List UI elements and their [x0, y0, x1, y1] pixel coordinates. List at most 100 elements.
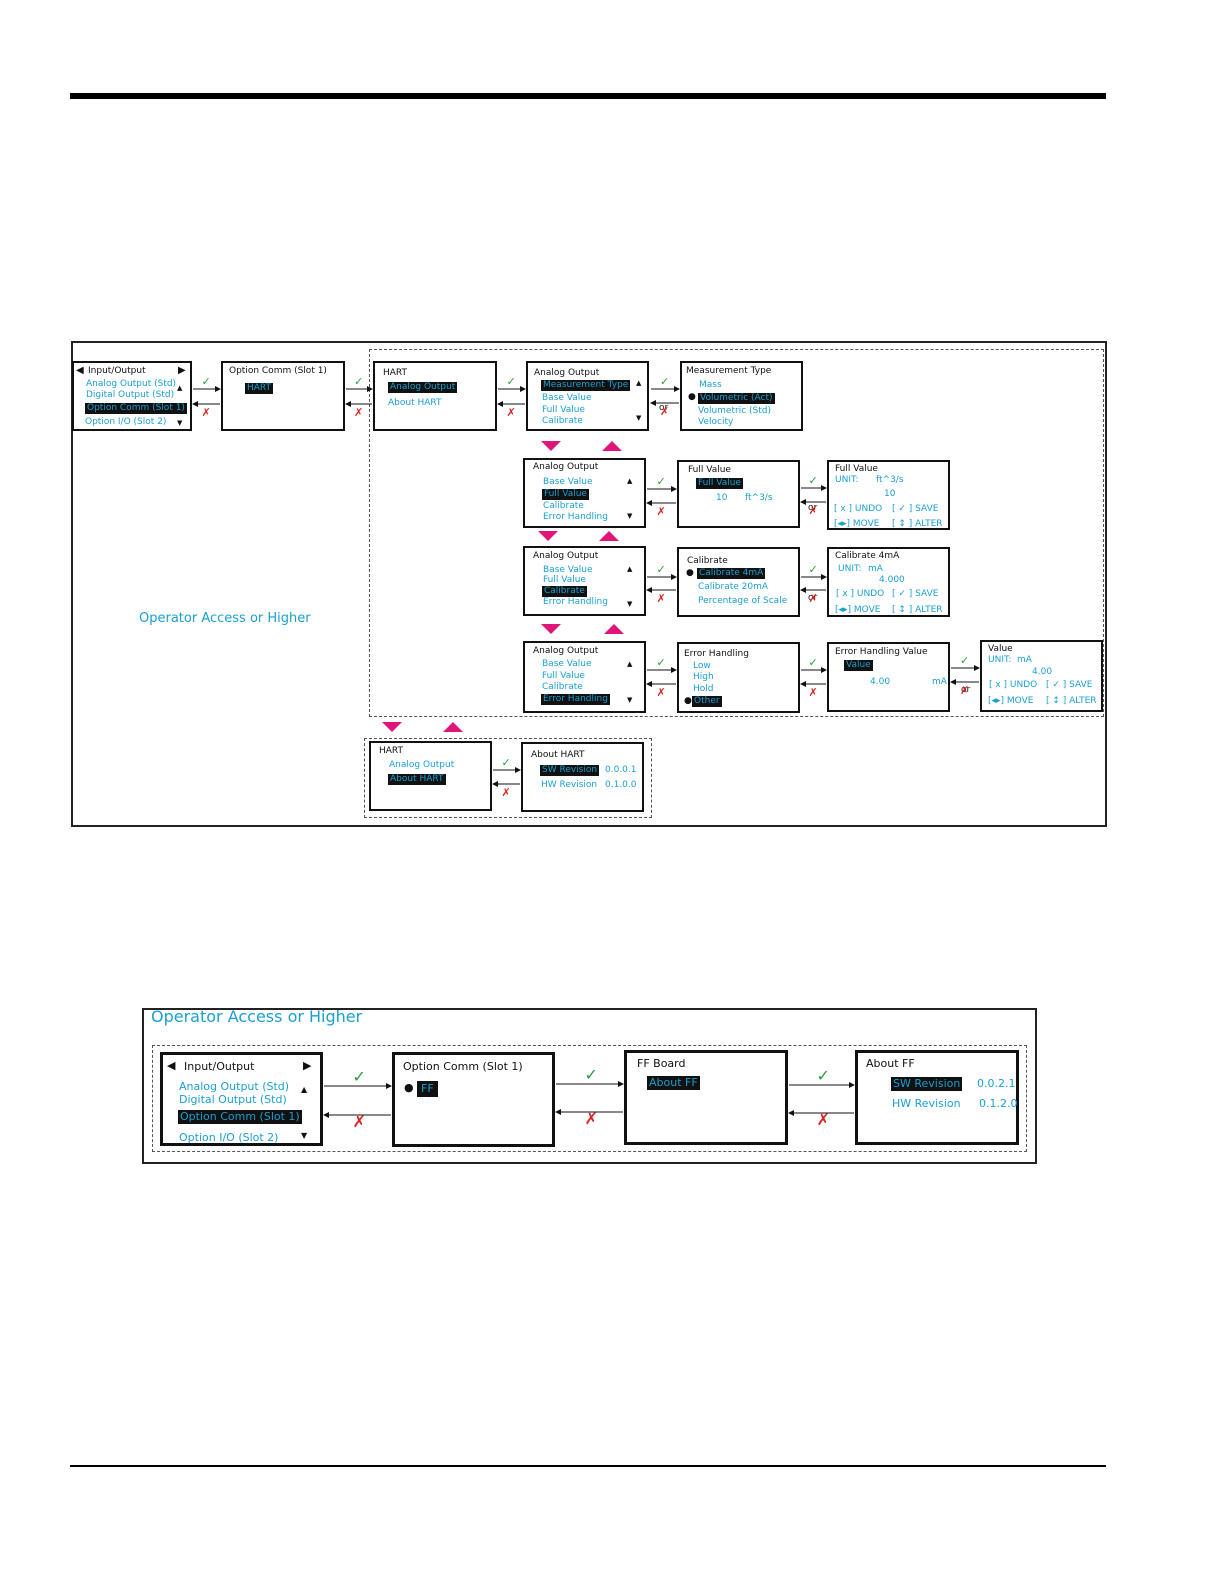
ao3-item-eh[interactable]: Error Handling	[543, 597, 608, 607]
move-key: [◂▸] MOVE	[988, 696, 1034, 706]
or-label: or	[808, 503, 818, 513]
left-arrow-icon[interactable]: ◀	[167, 1059, 176, 1072]
mt-item-mass[interactable]: Mass	[699, 380, 722, 390]
eh-title: Error Handling	[684, 649, 749, 659]
ao4-item-eh[interactable]: Error Handling	[541, 694, 610, 705]
eh-item-hold[interactable]: Hold	[693, 684, 714, 694]
mt-item-volact[interactable]: Volumetric (Act)	[698, 393, 775, 404]
left-arrow-icon[interactable]: ◀	[76, 365, 84, 376]
ao3-item-cal[interactable]: Calibrate	[542, 586, 587, 597]
io2-item-optio[interactable]: Option I/O (Slot 2)	[179, 1131, 279, 1144]
ao4-item-cal[interactable]: Calibrate	[542, 682, 583, 692]
hart-box-2: HART Analog Output About HART	[369, 741, 492, 811]
scroll-down-icon: ▼	[627, 696, 633, 704]
hart2-item-about[interactable]: About HART	[388, 774, 446, 785]
ffboard-sel[interactable]: About FF	[647, 1076, 700, 1090]
ao2-item-full[interactable]: Full Value	[542, 489, 589, 500]
abouthart-sw-label[interactable]: SW Revision	[540, 765, 600, 776]
cross-icon: ✗	[809, 592, 818, 605]
hart-item-about[interactable]: About HART	[388, 398, 442, 408]
fv2-value[interactable]: 10	[884, 489, 896, 499]
ao1-item-cal[interactable]: Calibrate	[542, 416, 583, 426]
mt-item-vel[interactable]: Velocity	[698, 417, 734, 427]
optcomm-title: Option Comm (Slot 1)	[229, 366, 327, 376]
io2-item-digital[interactable]: Digital Output (Std)	[179, 1093, 287, 1106]
fv2-title: Full Value	[835, 464, 878, 474]
cross-icon: ✗	[202, 406, 211, 419]
hart-title: HART	[383, 368, 408, 378]
bullet-icon: ●	[688, 392, 696, 402]
ao1-title: Analog Output	[534, 368, 600, 378]
ao1-item-full[interactable]: Full Value	[542, 405, 585, 415]
hart2-item-analog[interactable]: Analog Output	[389, 760, 455, 770]
scroll-up-icon: ▲	[627, 477, 633, 485]
scroll-down-icon: ▼	[627, 600, 633, 608]
val-value[interactable]: 4.00	[1032, 667, 1053, 677]
optcomm-sel-hart[interactable]: HART	[245, 383, 274, 394]
fv-box: Full Value Full Value 10 ft^3/s	[677, 460, 800, 528]
ao2-item-base[interactable]: Base Value	[543, 477, 593, 487]
optcomm2-title: Option Comm (Slot 1)	[403, 1060, 523, 1073]
eh-item-other[interactable]: Other	[692, 696, 722, 707]
scroll-down-icon: ▼	[301, 1131, 308, 1140]
up-triangle-icon	[599, 531, 619, 541]
right-arrow-icon[interactable]: ▶	[303, 1059, 312, 1072]
fv2-unit: ft^3/s	[876, 475, 904, 485]
up-triangle-icon	[443, 722, 463, 732]
hart-box: HART Analog Output About HART	[373, 361, 497, 431]
cross-icon: ✗	[657, 686, 666, 699]
ao1-item-mt[interactable]: Measurement Type	[541, 380, 631, 391]
ao1-item-base[interactable]: Base Value	[542, 393, 592, 403]
down-triangle-icon	[541, 441, 561, 451]
fv-sel[interactable]: Full Value	[696, 478, 743, 489]
scroll-up-icon: ▲	[627, 660, 633, 668]
optcomm2-sel[interactable]: FF	[417, 1081, 438, 1097]
ao3-item-full[interactable]: Full Value	[543, 575, 586, 585]
undo-key: [ x ] UNDO	[989, 680, 1038, 690]
aboutff-hw-label[interactable]: HW Revision	[892, 1097, 961, 1110]
move-key: [◂▸] MOVE	[835, 605, 881, 615]
io-item-analog[interactable]: Analog Output (Std)	[86, 379, 177, 389]
ao2-item-eh[interactable]: Error Handling	[543, 512, 608, 522]
optcomm-box-2: Option Comm (Slot 1) ● FF	[392, 1052, 555, 1147]
io2-item-optcomm[interactable]: Option Comm (Slot 1)	[178, 1110, 302, 1124]
ehv-box: Error Handling Value Value 4.00 mA	[827, 642, 950, 712]
check-icon: ✓	[502, 756, 511, 769]
mt-title: Measurement Type	[686, 366, 772, 376]
or-label: or	[808, 593, 818, 603]
check-icon: ✓	[507, 375, 516, 388]
cal-item-pct[interactable]: Percentage of Scale	[698, 596, 788, 606]
cal-item-4ma[interactable]: Calibrate 4mA	[697, 568, 766, 579]
ao3-item-base[interactable]: Base Value	[543, 565, 593, 575]
fv2-unit-label: UNIT:	[835, 475, 859, 485]
aboutff-sw-value: 0.0.2.1	[977, 1077, 1016, 1090]
cross-icon: ✗	[660, 405, 669, 418]
io-item-digital[interactable]: Digital Output (Std)	[86, 390, 175, 400]
scroll-down-icon: ▼	[636, 414, 642, 422]
abouthart-hw-label[interactable]: HW Revision	[541, 780, 598, 790]
top-rule	[70, 93, 1106, 99]
right-arrow-icon[interactable]: ▶	[178, 365, 186, 376]
ehv-sel[interactable]: Value	[844, 660, 873, 671]
fv-unit: ft^3/s	[745, 493, 773, 503]
io-menu-box-2: ◀ Input/Output ▶ Analog Output (Std) Dig…	[160, 1052, 323, 1146]
io-item-optcomm[interactable]: Option Comm (Slot 1)	[85, 403, 187, 414]
c4-value[interactable]: 4.000	[879, 575, 905, 585]
cross-icon: ✗	[809, 686, 818, 699]
aboutff-sw-label[interactable]: SW Revision	[891, 1077, 963, 1091]
check-icon: ✓	[354, 375, 363, 388]
fv-value: 10	[716, 493, 728, 503]
eh-item-low[interactable]: Low	[693, 661, 711, 671]
io-item-optio[interactable]: Option I/O (Slot 2)	[85, 417, 167, 427]
check-icon: ✓	[202, 375, 211, 388]
eh-item-high[interactable]: High	[693, 672, 714, 682]
cal-item-20ma[interactable]: Calibrate 20mA	[698, 582, 769, 592]
alter-key: [ ↕ ] ALTER	[892, 605, 943, 615]
ao4-item-full[interactable]: Full Value	[542, 671, 585, 681]
io2-item-analog[interactable]: Analog Output (Std)	[179, 1080, 290, 1093]
ao2-item-cal[interactable]: Calibrate	[543, 501, 584, 511]
mt-item-volstd[interactable]: Volumetric (Std)	[698, 406, 771, 416]
hart-item-analog[interactable]: Analog Output	[388, 382, 458, 393]
ao4-item-base[interactable]: Base Value	[542, 659, 592, 669]
save-key: [ ✓ ] SAVE	[892, 504, 939, 514]
